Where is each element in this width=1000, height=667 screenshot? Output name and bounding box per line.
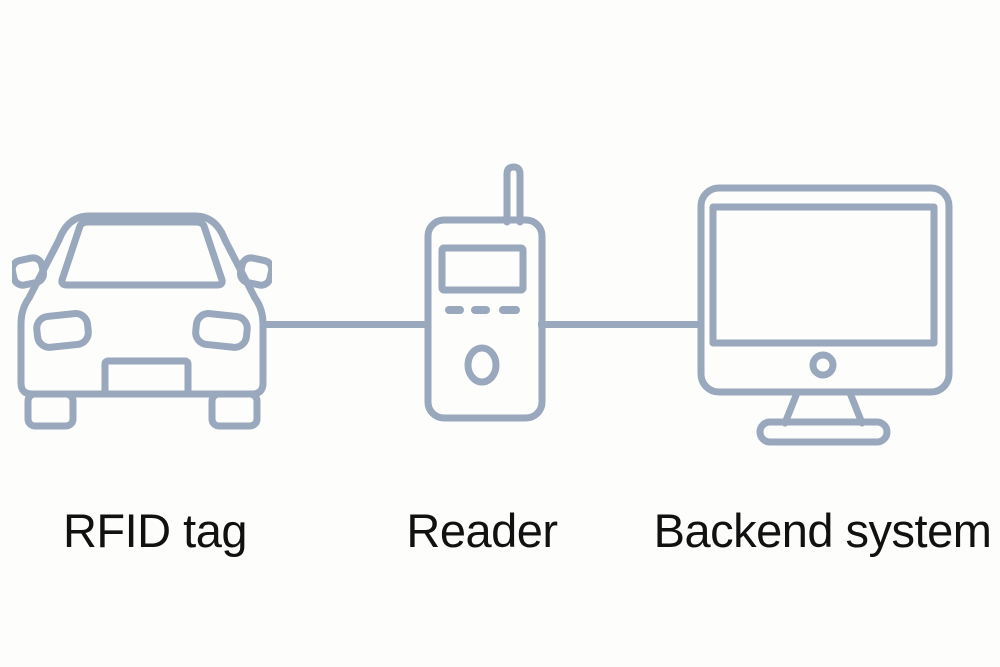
- reader-body: [424, 216, 546, 422]
- car-mirror-left: [12, 254, 47, 289]
- car-wheel-right: [208, 390, 261, 430]
- car-headlight-right: [192, 310, 251, 351]
- car-wheel-left: [24, 390, 77, 430]
- monitor-chin-button: [809, 351, 837, 379]
- label-rfid-tag: RFID tag: [62, 504, 248, 557]
- car-headlight-left: [33, 310, 92, 351]
- reader-display: [438, 244, 527, 294]
- monitor-base: [756, 418, 891, 446]
- connector-line-reader-to-backend: [538, 321, 700, 328]
- reader-antenna: [503, 163, 524, 226]
- handheld-reader-icon: [424, 163, 546, 422]
- monitor-stand: [781, 389, 866, 427]
- car-icon: [12, 212, 272, 430]
- label-reader: Reader: [406, 504, 558, 557]
- car-mirror-right: [237, 254, 272, 289]
- reader-round-button: [464, 344, 500, 386]
- car-body-outline: [17, 212, 267, 398]
- monitor-shell: [697, 184, 953, 396]
- car-license-plate: [101, 357, 192, 398]
- car-windshield: [58, 218, 226, 289]
- label-backend-system: Backend system: [653, 504, 992, 557]
- computer-monitor-icon: [697, 184, 953, 446]
- connector-line-tag-to-reader: [265, 321, 428, 328]
- monitor-screen: [709, 203, 938, 347]
